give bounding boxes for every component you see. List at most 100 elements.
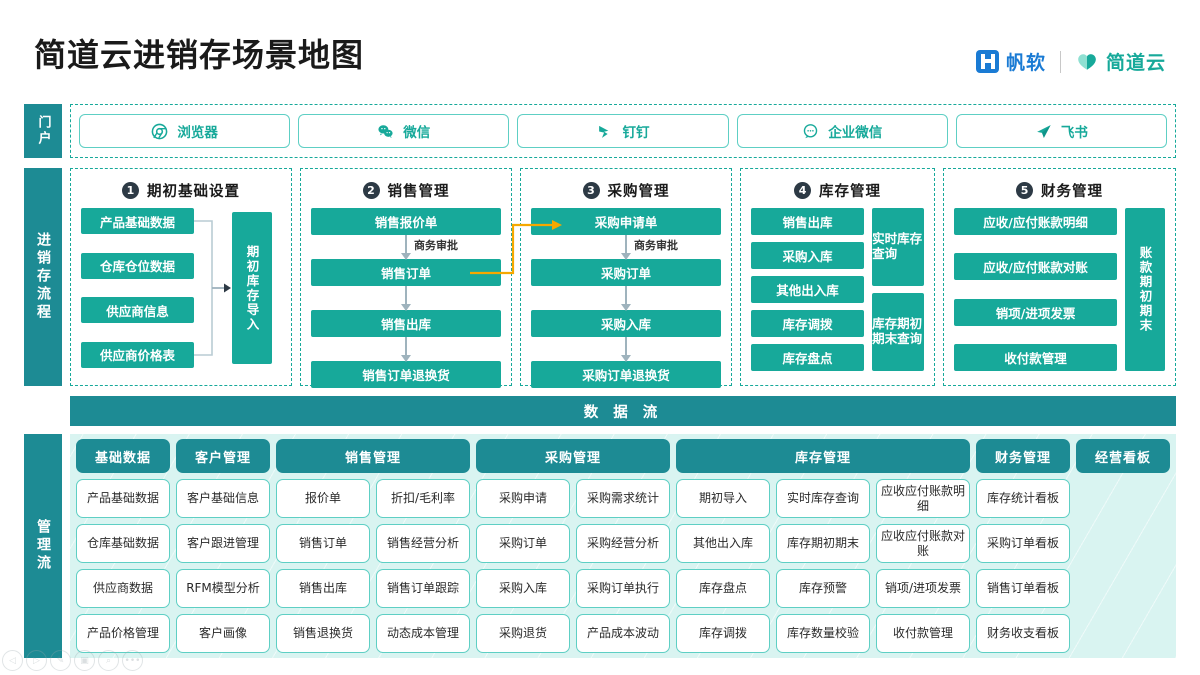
flow-section-header: 5 财务管理 [954,178,1165,202]
portal-item-label: 企业微信 [828,125,883,141]
flow-node[interactable]: 销售出库 [311,310,501,337]
frame-icon[interactable]: ▣ [74,650,95,671]
table-cell[interactable]: 财务收支看板 [976,614,1070,653]
table-cell[interactable]: RFM模型分析 [176,569,270,608]
section-title: 销售管理 [387,183,450,200]
table-cell[interactable]: 采购申请 [476,479,570,518]
flow-node[interactable]: 销项/进项发票 [954,298,1117,326]
table-cell[interactable]: 期初导入 [676,479,770,518]
table-cell[interactable]: 仓库基础数据 [76,524,170,563]
table-cell[interactable]: 动态成本管理 [376,614,470,653]
table-cell[interactable]: 库存预警 [776,569,870,608]
portal-item-dingtalk[interactable]: 钉钉 [517,114,729,148]
section-title: 库存管理 [819,183,882,200]
table-cell[interactable]: 应收应付账款对账 [876,524,970,563]
table-cell[interactable]: 库存期初期末 [776,524,870,563]
table-cell[interactable]: 客户画像 [176,614,270,653]
table-cell[interactable]: 产品基础数据 [76,479,170,518]
table-cell[interactable]: 销项/进项发票 [876,569,970,608]
flow-node[interactable]: 采购入库 [531,310,721,337]
portal-rail-label: 门户 [24,104,62,158]
table-cell[interactable]: 销售出库 [276,569,370,608]
flow-node[interactable]: 采购入库 [751,242,865,269]
prev-icon[interactable]: ◁ [2,650,23,671]
table-cell[interactable]: 报价单 [276,479,370,518]
search-icon[interactable]: ⌕ [98,650,119,671]
table-cell[interactable]: 采购入库 [476,569,570,608]
table-cell[interactable]: 采购需求统计 [576,479,670,518]
data-flow-banner: 数 据 流 [70,396,1176,426]
table-cell[interactable]: 销售订单 [276,524,370,563]
flow-node[interactable]: 采购订单退换货 [531,361,721,388]
jiandaoyun-brand: 简道云 [1075,48,1166,75]
table-cell[interactable]: 产品成本波动 [576,614,670,653]
portal-item-feishu[interactable]: 飞书 [955,114,1168,148]
table-cell[interactable]: 库存调拨 [676,614,770,653]
table-cell[interactable]: 供应商数据 [76,569,170,608]
table-cell[interactable]: 应收应付账款明细 [876,479,970,518]
fanruan-brand-text: 帆软 [1005,52,1046,74]
more-icon[interactable]: ••• [122,650,143,671]
portal-item-browser[interactable]: 浏览器 [79,114,291,148]
column-header-purchasing[interactable]: 采购管理 [476,439,670,473]
column-header-finance[interactable]: 财务管理 [976,439,1070,473]
flow-node[interactable]: 销售报价单 [311,208,501,235]
table-cell[interactable]: 采购订单执行 [576,569,670,608]
flow-node[interactable]: 销售订单退换货 [311,361,501,388]
column-header-dashboard[interactable]: 经营看板 [1076,439,1170,473]
table-cell[interactable]: 客户基础信息 [176,479,270,518]
table-cell[interactable]: 折扣/毛利率 [376,479,470,518]
table-cell[interactable]: 销售订单跟踪 [376,569,470,608]
table-cell[interactable]: 库存数量校验 [776,614,870,653]
flow-node-stock-period-query[interactable]: 库存期初期末查询 [872,293,925,371]
column-header-basic-data[interactable]: 基础数据 [76,439,170,473]
portal-item-label: 微信 [403,125,431,141]
table-cell[interactable]: 其他出入库 [676,524,770,563]
flow-node[interactable]: 应收/应付账款明细 [954,208,1117,235]
flow-node[interactable]: 采购订单 [531,259,721,286]
table-cell[interactable]: 收付款管理 [876,614,970,653]
flow-node[interactable]: 应收/应付账款对账 [954,253,1117,281]
play-icon[interactable]: ▷ [26,650,47,671]
table-cell[interactable]: 实时库存查询 [776,479,870,518]
flow-section-sales: 2 销售管理 销售报价单 商务审批 销售订单 销售出库 销售订单退换货 [300,168,512,388]
process-flow-rail-label: 进销存流程 [24,168,62,386]
flow-node[interactable]: 供应商信息 [81,297,195,324]
flow-node[interactable]: 其他出入库 [751,276,865,303]
flow-node-realtime-stock-query[interactable]: 实时库存查询 [872,208,925,286]
column-header-sales[interactable]: 销售管理 [276,439,470,473]
flow-connector [311,337,501,362]
table-cell[interactable]: 销售经营分析 [376,524,470,563]
section-number-badge: 3 [582,181,600,199]
flow-node-sales-order[interactable]: 销售订单 [311,259,501,286]
table-cell[interactable]: 销售退换货 [276,614,370,653]
flow-node[interactable]: 库存盘点 [751,344,865,371]
column-header-inventory[interactable]: 库存管理 [676,439,970,473]
flow-node[interactable]: 仓库仓位数据 [81,252,195,279]
flow-node[interactable]: 供应商价格表 [81,341,195,368]
flow-node[interactable]: 库存调拨 [751,310,865,337]
flow-node[interactable]: 产品基础数据 [81,208,195,234]
portal-item-wechat[interactable]: 微信 [298,114,510,148]
table-cell[interactable]: 产品价格管理 [76,614,170,653]
flow-connector [531,337,721,362]
flow-node-ar-ap-period[interactable]: 账款期初期末 [1124,208,1165,371]
flow-node[interactable]: 销售出库 [751,208,865,235]
column-header-customer[interactable]: 客户管理 [176,439,270,473]
pencil-icon[interactable]: ✎ [50,650,71,671]
flow-node-purchase-request[interactable]: 采购申请单 [531,208,721,235]
table-cell[interactable]: 销售订单看板 [976,569,1070,608]
table-cell[interactable]: 库存盘点 [676,569,770,608]
table-cell[interactable]: 采购退货 [476,614,570,653]
flow-connector [311,286,501,311]
flow-node-initial-stock-import[interactable]: 期初库存导入 [232,212,273,364]
flow-section-header: 2 销售管理 [311,178,501,202]
table-cell[interactable]: 采购订单看板 [976,524,1070,563]
portal-item-wecom[interactable]: 企业微信 [736,114,948,148]
table-cell[interactable]: 采购经营分析 [576,524,670,563]
flow-node[interactable]: 收付款管理 [954,343,1117,371]
table-cell[interactable]: 库存统计看板 [976,479,1070,518]
table-cell[interactable]: 客户跟进管理 [176,524,270,563]
table-cell[interactable]: 采购订单 [476,524,570,563]
fanruan-brand: 帆软 [975,48,1046,75]
